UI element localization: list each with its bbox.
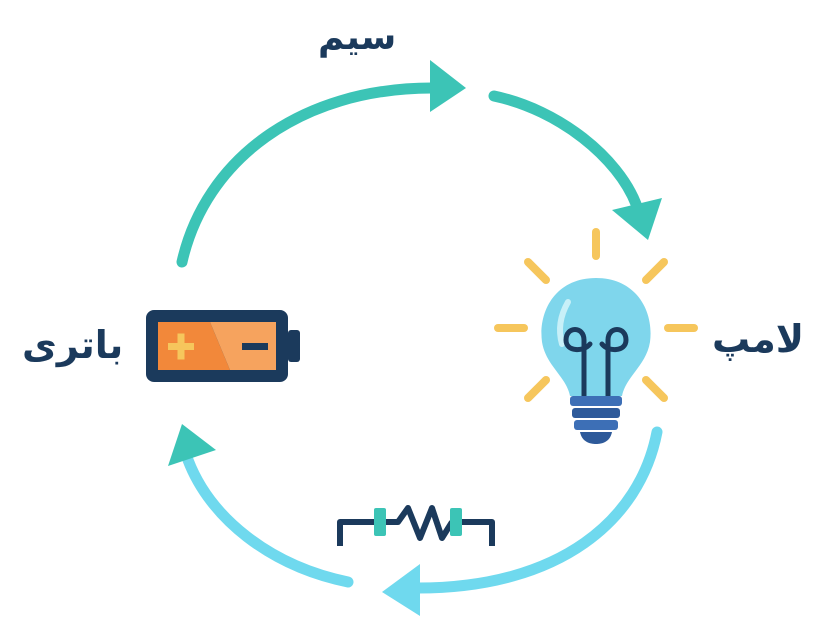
- arrow-battery-to-wire: [176, 60, 466, 268]
- arrow-bottom-to-battery: [168, 424, 354, 588]
- lightbulb-icon: [494, 228, 698, 444]
- arrow-wire-to-lamp: [488, 90, 662, 240]
- battery-icon: [146, 310, 300, 382]
- battery-label: باتری: [22, 323, 124, 367]
- lamp-label: لامپ: [712, 317, 805, 361]
- light-rays: [494, 228, 698, 402]
- arrow-lamp-to-bottom: [382, 426, 663, 616]
- resistor-icon: [337, 505, 495, 546]
- wire-label: سیم: [318, 17, 397, 58]
